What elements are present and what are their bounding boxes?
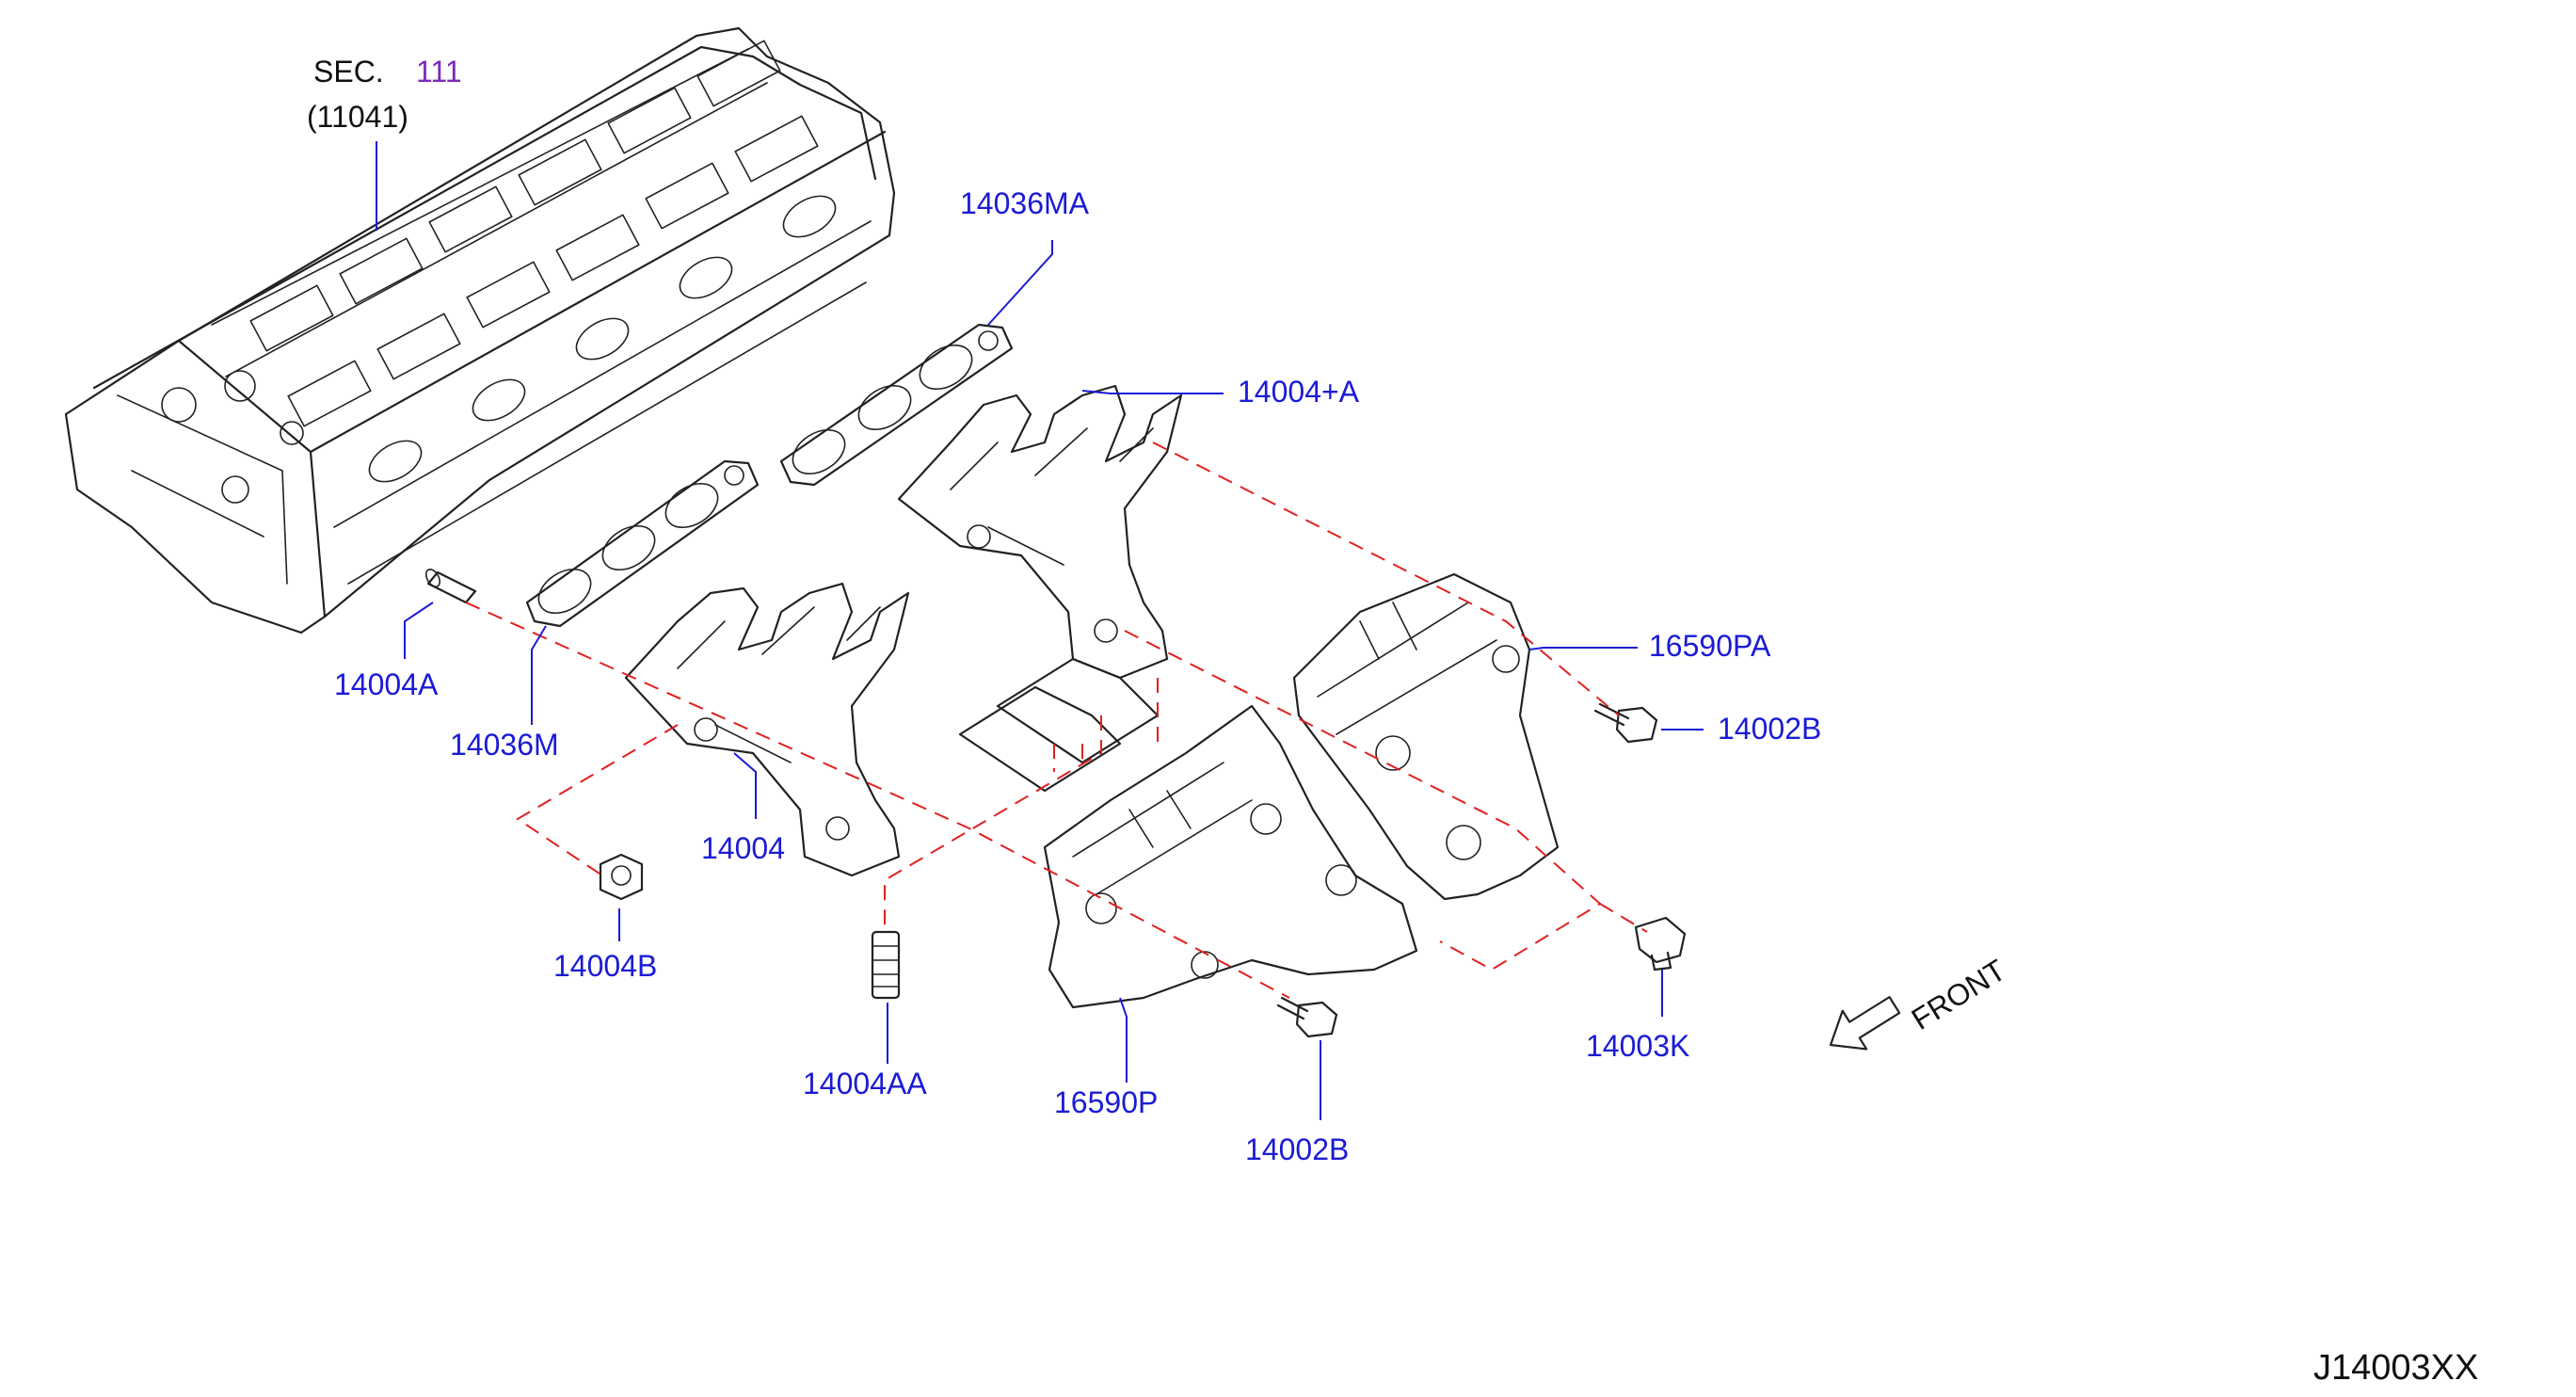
label-14036ma[interactable]: 14036MA	[960, 186, 1090, 220]
label-14004-plus-a[interactable]: 14004+A	[1238, 375, 1360, 409]
label-14004a[interactable]: 14004A	[334, 667, 439, 701]
front-arrow-icon	[1829, 996, 1901, 1051]
bolt-upper-14002b	[1593, 702, 1658, 744]
bolt-side-14003k	[1634, 916, 1687, 971]
bolt-lower-14002b	[1276, 996, 1338, 1038]
gasket-lower	[525, 459, 760, 628]
cylinder-head	[64, 26, 896, 634]
label-14002b-lower[interactable]: 14002B	[1245, 1132, 1349, 1166]
diagram-id: J14003XX	[2313, 1348, 2478, 1388]
stud-14004aa	[871, 930, 901, 1000]
section-prefix: SEC.	[313, 55, 384, 88]
label-14004aa[interactable]: 14004AA	[803, 1067, 927, 1100]
label-14004[interactable]: 14004	[701, 831, 785, 865]
manifold-upper	[897, 384, 1183, 680]
gasket-upper	[779, 323, 1014, 487]
label-14004b[interactable]: 14004B	[553, 949, 657, 983]
label-14036m[interactable]: 14036M	[450, 728, 559, 762]
label-14002b-upper[interactable]: 14002B	[1718, 712, 1821, 746]
front-label: FRONT	[1906, 953, 2012, 1036]
section-number[interactable]: 111	[416, 55, 462, 88]
label-14003k[interactable]: 14003K	[1586, 1029, 1689, 1063]
leader-lines	[376, 141, 1704, 1120]
section-part-number: (11041)	[307, 100, 408, 134]
stud-14004a	[424, 569, 477, 604]
cover-lower	[1043, 704, 1418, 1009]
assembly-dashed-lines	[465, 442, 1648, 999]
manifold-lower	[624, 582, 1160, 877]
label-16590pa[interactable]: 16590PA	[1649, 629, 1771, 663]
cover-upper	[1292, 572, 1560, 901]
nut-14004b	[599, 853, 644, 901]
label-16590p[interactable]: 16590P	[1054, 1085, 1158, 1119]
